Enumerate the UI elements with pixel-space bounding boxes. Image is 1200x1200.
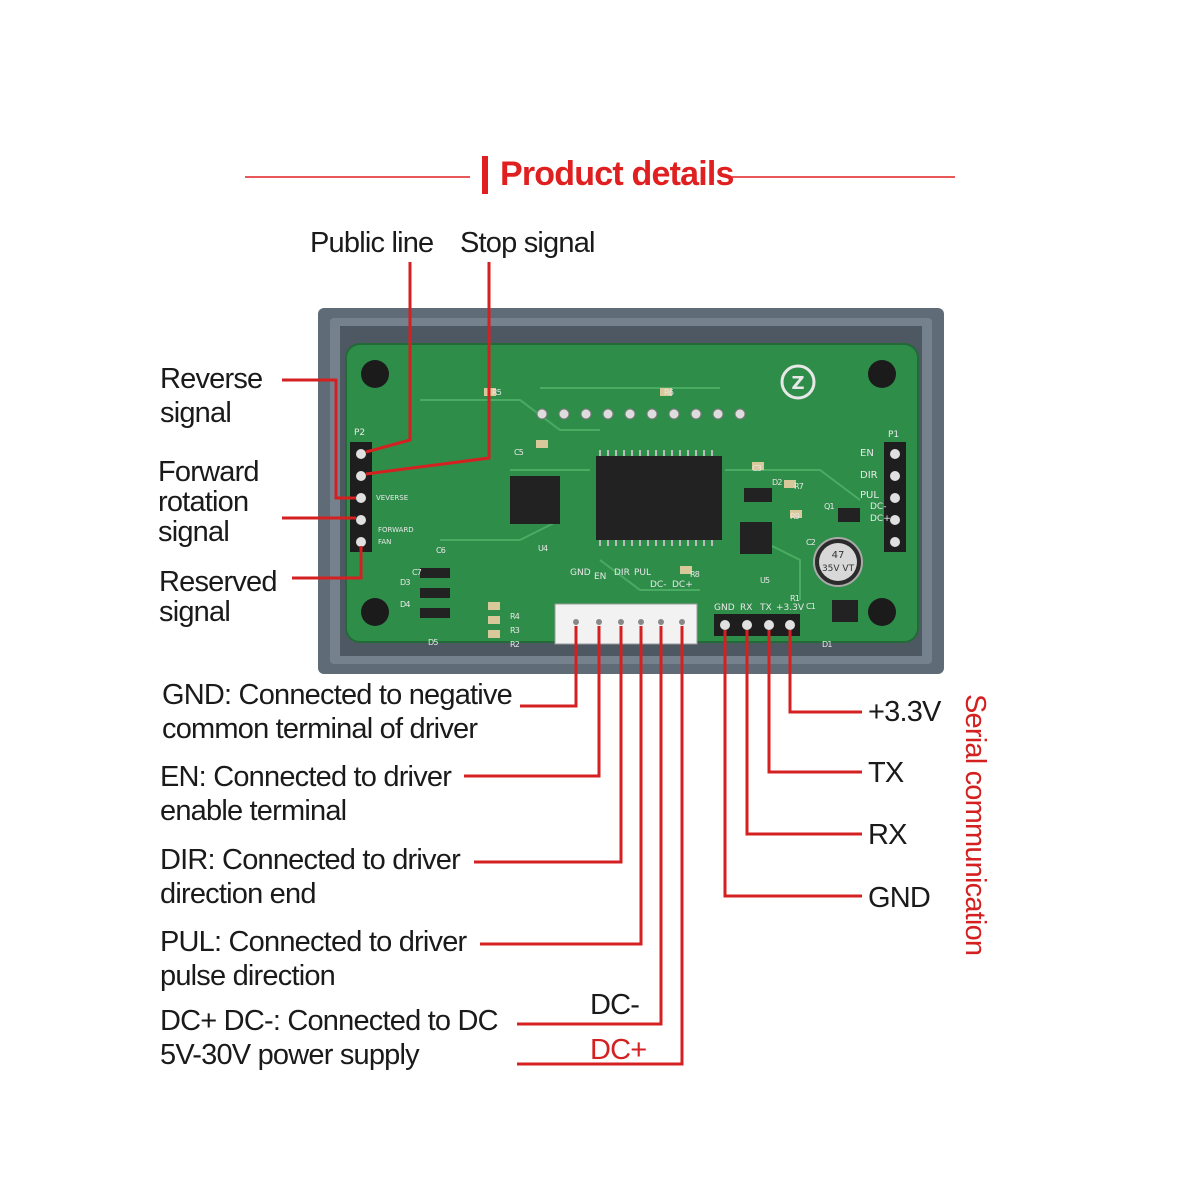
brand-logo [780,364,816,400]
leader-lines [282,262,862,1066]
silk-ref: U4 [538,544,548,553]
label-en: EN: Connected to driver enable terminal [160,761,452,827]
silk-p1-pin-1: DIR [860,470,878,481]
silk-serial-pin-1: RX [740,603,753,613]
label-reserved-signal: Reserved signal [159,566,278,628]
svg-text:35V VT: 35V VT [822,564,855,574]
silk-ref: D4 [400,600,410,609]
label-serial-rx: RX [868,819,907,851]
label-public-line: Public line [310,227,434,259]
silk-p1-pin-4: DC+ [870,514,891,524]
leader-stop-signal [365,262,491,476]
label-forward-signal: Forward rotation signal [158,456,260,548]
label-serial-v33: +3.3V [868,696,941,728]
label-serial-tx: TX [868,757,904,789]
silk-ref: D5 [428,638,438,647]
silk-serial-pin-0: GND [714,603,735,613]
silk-forward: FORWARD [378,526,414,534]
silk-ref: R8 [690,570,700,579]
leader-gnd [520,626,578,708]
silk-ref: R1 [790,594,800,603]
leader-public-line [365,262,412,454]
silk-p1-pin-2: PUL [860,490,879,501]
page-title: Product details [500,155,734,193]
label-serial-communication: Serial communication [959,694,991,956]
label-dc-minus: DC- [590,989,640,1021]
silk-ref: R7 [794,482,804,491]
mount-hole [361,360,389,388]
silk-ref: D1 [822,640,832,649]
silk-p1-pin-3: DC- [870,502,887,512]
silk-ref: D2 [772,478,782,487]
silk-serial-pin-3: +3.3V [776,603,805,613]
leader-serial-v33 [788,630,862,714]
label-gnd: GND: Connected to negative common termin… [162,679,513,745]
label-serial-gnd: GND [868,882,931,914]
silk-fan: FAN [378,538,392,546]
silk-ref: R9 [790,512,800,521]
silk-ref: C2 [806,538,816,547]
silk-ref: C3 [752,464,762,473]
silk-term-pin-1: EN [594,572,607,582]
silk-ref: C7 [412,568,422,577]
terminal-connector [554,603,698,645]
mount-hole [868,360,896,388]
label-dir: DIR: Connected to driver direction end [160,844,461,910]
leader-dc-plus [517,626,684,1066]
silk-ref: R2 [510,640,520,649]
silk-p1: P1 [888,430,900,440]
silk-ref: C6 [436,546,446,555]
silk-reverse: VEVERSE [376,494,409,502]
leader-en [464,626,601,778]
silk-ref: R3 [510,626,520,635]
silk-ref: D3 [400,578,410,587]
silk-term-pin-4: DC- [650,580,667,590]
silk-p1-pin-0: EN [860,448,874,459]
silk-term-pin-2: DIR [614,568,630,578]
leader-reserved [292,546,363,580]
leader-serial-gnd [723,630,862,898]
serial-header [714,614,800,636]
silk-term-pin-0: GND [570,568,591,578]
svg-text:Z: Z [791,373,804,394]
label-dc-supply: DC+ DC-: Connected to DC 5V-30V power su… [160,1005,499,1071]
title-marker [482,156,488,194]
silk-term-pin-5: DC+ [672,580,693,590]
silk-p2: P2 [354,428,366,438]
leader-dc-minus [517,626,663,1026]
label-pul: PUL: Connected to driver pulse direction [160,926,467,992]
silk-ref: R6 [664,388,674,397]
silk-serial-pin-2: TX [760,603,772,613]
mount-hole [868,598,896,626]
leader-serial-rx [745,630,862,836]
svg-text:47: 47 [832,550,845,561]
silk-ref: C1 [806,602,816,611]
main-ic [596,456,722,540]
leader-reverse [282,378,356,500]
leader-dir [474,626,623,864]
ic-u4 [510,476,560,524]
leader-pul [480,626,643,946]
silk-ref: U5 [760,576,770,585]
silk-ref: R4 [510,612,520,621]
silk-ref: R5 [492,388,502,397]
silk-term-pin-3: PUL [634,568,652,578]
mount-hole [361,598,389,626]
label-dc-plus: DC+ [590,1034,647,1066]
silk-ref: C5 [514,448,524,457]
leader-serial-tx [767,630,862,774]
label-stop-signal: Stop signal [460,227,595,259]
label-reverse-signal: Reverse signal [160,363,263,429]
silk-ref: Q1 [824,502,835,511]
